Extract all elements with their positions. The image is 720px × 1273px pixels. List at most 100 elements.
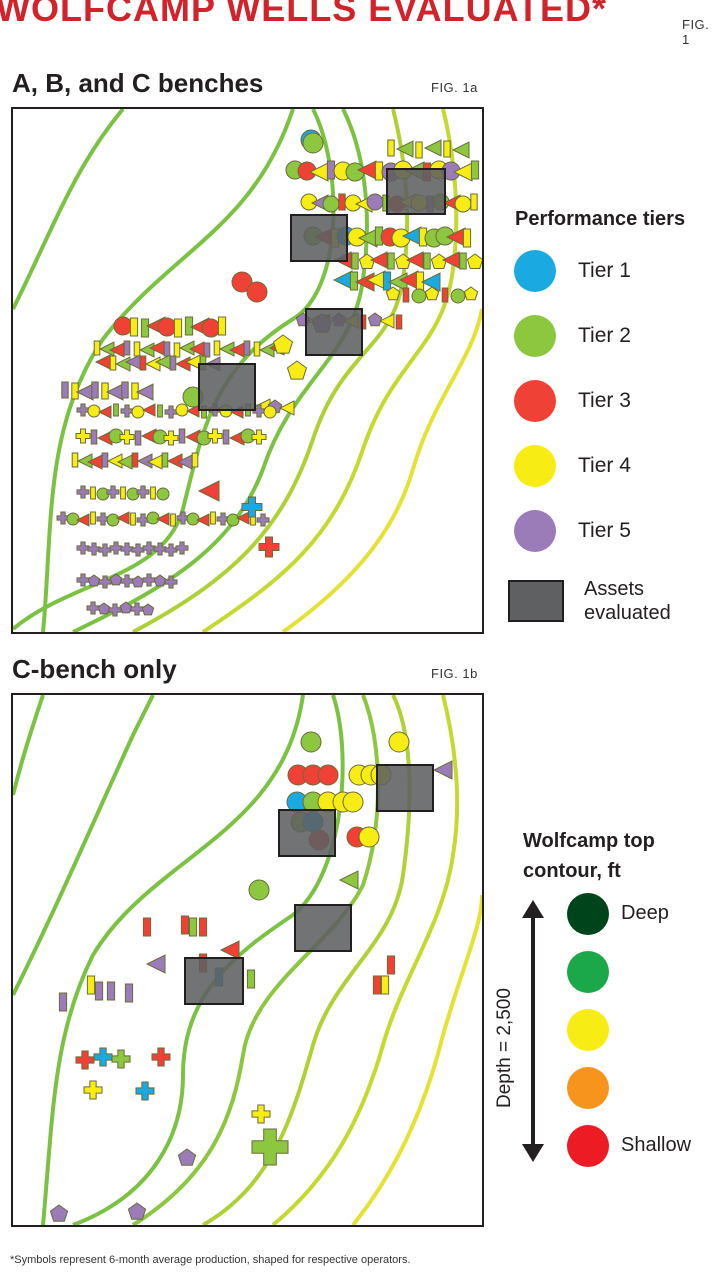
well-symbol: [98, 543, 112, 557]
well-symbol: [170, 513, 176, 527]
well-symbol: [75, 513, 90, 527]
well-symbol: [251, 429, 267, 445]
well-symbol: [161, 452, 169, 468]
well-symbol: [113, 316, 133, 336]
tier-label: Tier 4: [578, 454, 631, 477]
well-symbol: [157, 317, 177, 337]
well-symbol: [420, 272, 441, 292]
well-symbol: [130, 602, 144, 616]
well-symbol: [459, 252, 467, 270]
well-symbol: [131, 452, 139, 468]
well-symbol: [177, 1148, 197, 1166]
well-symbol: [173, 318, 183, 338]
legend-item-tier-5: Tier 5: [514, 510, 631, 552]
asset-box: [290, 214, 348, 262]
well-symbol: [432, 760, 453, 780]
well-symbol: [169, 355, 177, 371]
well-symbol: [342, 791, 364, 813]
well-symbol: [258, 536, 280, 558]
well-symbol: [256, 513, 270, 527]
well-symbol: [120, 574, 134, 588]
contour-line: [281, 308, 482, 632]
well-symbol: [146, 511, 160, 525]
well-symbol: [153, 542, 167, 556]
assets-swatch: [508, 580, 564, 622]
well-symbol: [66, 512, 80, 526]
well-symbol: [405, 251, 424, 269]
well-symbol: [415, 141, 423, 159]
well-symbol: [174, 356, 191, 372]
well-symbols-a: [56, 129, 482, 617]
well-symbol: [121, 381, 129, 399]
well-symbol: [210, 511, 216, 525]
well-symbol: [101, 382, 109, 400]
well-symbol: [142, 573, 156, 587]
well-symbol: [462, 228, 472, 248]
well-symbol: [133, 341, 141, 357]
contour-line: [351, 894, 482, 1225]
well-symbol: [120, 542, 134, 556]
asset-box: [305, 308, 363, 356]
contour-line: [41, 109, 295, 632]
well-symbol: [450, 288, 466, 304]
well-symbol: [443, 140, 451, 158]
well-symbol: [109, 355, 117, 371]
well-symbol: [385, 286, 401, 301]
contour-swatch: [567, 893, 609, 935]
contour-line: [72, 109, 369, 632]
well-symbol: [175, 541, 189, 555]
well-symbol: [94, 981, 104, 1001]
well-symbol: [76, 403, 90, 417]
well-symbol: [466, 253, 482, 269]
well-symbol: [98, 575, 112, 589]
asset-box: [386, 168, 446, 215]
well-symbol: [332, 270, 353, 290]
tier-label: Tier 1: [578, 259, 631, 282]
well-symbol: [387, 252, 395, 270]
well-symbol: [58, 992, 68, 1012]
well-symbol: [71, 452, 79, 468]
well-symbol: [423, 252, 431, 270]
well-symbol: [222, 429, 230, 445]
well-symbol: [317, 764, 339, 786]
well-symbol: [129, 317, 139, 337]
well-symbol: [108, 603, 122, 617]
map-a-canvas: [13, 109, 482, 632]
depth-label: Depth = 2,500: [494, 988, 515, 1108]
well-symbol: [106, 485, 120, 499]
well-symbol: [470, 160, 480, 180]
well-symbol: [176, 511, 190, 525]
well-symbol: [394, 253, 412, 269]
well-symbol: [91, 381, 99, 399]
well-symbol: [272, 334, 294, 354]
well-symbol: [87, 404, 101, 418]
well-symbol: [90, 511, 96, 525]
well-symbol: [134, 430, 142, 446]
well-symbol: [441, 251, 460, 269]
well-symbol: [253, 341, 261, 357]
well-symbol: [164, 543, 178, 557]
well-symbol: [97, 602, 111, 615]
well-symbol: [96, 512, 110, 526]
well-symbol: [454, 195, 472, 213]
well-symbol: [135, 1081, 155, 1101]
well-symbol: [338, 193, 346, 211]
well-symbol: [131, 405, 145, 419]
well-symbol: [430, 253, 448, 269]
well-symbol: [156, 487, 170, 501]
well-symbol: [135, 383, 154, 401]
well-symbol: [164, 405, 178, 419]
well-symbol: [217, 316, 227, 336]
well-symbol: [93, 1047, 113, 1067]
well-symbol: [387, 139, 395, 157]
well-symbol: [322, 195, 340, 213]
well-symbol: [188, 917, 198, 937]
figure-number: FIG. 1: [682, 17, 710, 47]
well-symbol: [93, 340, 101, 356]
well-symbol: [97, 405, 112, 419]
well-symbol: [153, 574, 167, 587]
well-symbol: [349, 271, 359, 291]
well-symbol: [109, 573, 123, 586]
well-symbol: [263, 405, 277, 419]
contour-line: [13, 695, 155, 996]
